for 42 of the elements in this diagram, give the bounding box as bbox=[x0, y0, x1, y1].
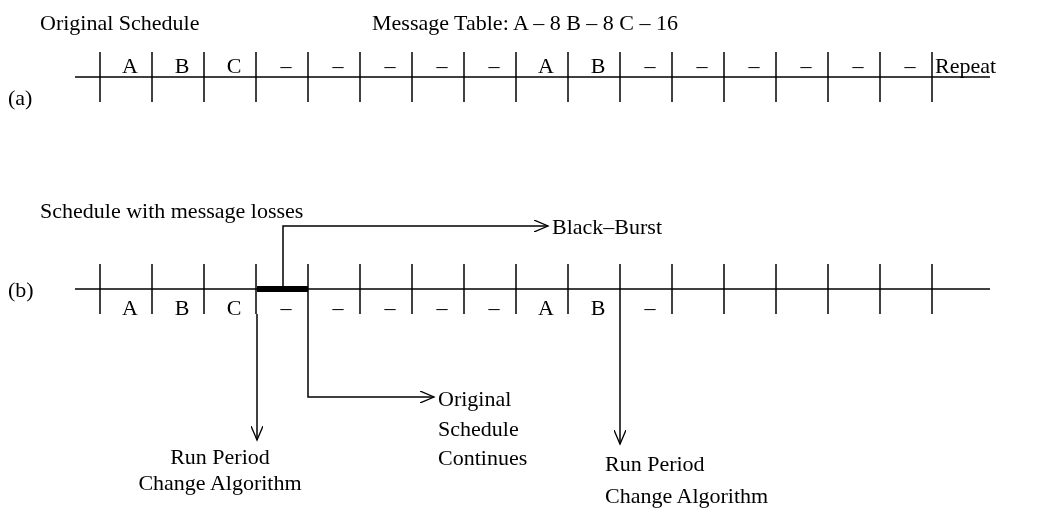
caption-text: Repeat bbox=[935, 55, 997, 77]
slot-label: B bbox=[590, 55, 606, 77]
arrow bbox=[307, 313, 435, 404]
slot-label: – bbox=[332, 55, 344, 77]
arrow bbox=[282, 219, 549, 287]
annotation-text: Original Schedule Continues bbox=[438, 384, 553, 474]
slot-label: A bbox=[122, 55, 138, 77]
annotation-text: Run Period Change Algorithm bbox=[605, 448, 773, 512]
slot-label: C bbox=[226, 55, 242, 77]
slot-label: B bbox=[174, 55, 190, 77]
slot-label: – bbox=[748, 55, 760, 77]
slot-label: – bbox=[332, 297, 344, 319]
slot-label: – bbox=[384, 297, 396, 319]
slot-label: – bbox=[644, 297, 656, 319]
slot-label: C bbox=[226, 297, 242, 319]
slot-label: – bbox=[488, 55, 500, 77]
slot-label: B bbox=[590, 297, 606, 319]
slot-label: – bbox=[488, 297, 500, 319]
slot-label: – bbox=[436, 297, 448, 319]
caption-text: Schedule with message losses bbox=[40, 200, 304, 222]
caption-text: Message Table: A – 8 B – 8 C – 16 bbox=[372, 12, 679, 34]
slot-label: A bbox=[538, 55, 554, 77]
slot-label: – bbox=[800, 55, 812, 77]
slot-label: – bbox=[280, 297, 292, 319]
annotation-text: Black–Burst bbox=[552, 214, 712, 241]
slot-label: – bbox=[696, 55, 708, 77]
thick-bar bbox=[257, 286, 308, 292]
caption-text: Original Schedule bbox=[40, 12, 200, 34]
annotation-text: Run Period Change Algorithm bbox=[136, 444, 304, 497]
panel-label: (a) bbox=[8, 87, 33, 109]
slot-label: A bbox=[122, 297, 138, 319]
arrow bbox=[250, 313, 264, 441]
arrow bbox=[613, 313, 627, 445]
panel-label: (b) bbox=[8, 279, 34, 301]
slot-label: – bbox=[904, 55, 916, 77]
slot-label: A bbox=[538, 297, 554, 319]
slot-label: – bbox=[384, 55, 396, 77]
slot-label: – bbox=[852, 55, 864, 77]
slot-label: – bbox=[280, 55, 292, 77]
slot-label: B bbox=[174, 297, 190, 319]
slot-label: – bbox=[436, 55, 448, 77]
slot-label: – bbox=[644, 55, 656, 77]
